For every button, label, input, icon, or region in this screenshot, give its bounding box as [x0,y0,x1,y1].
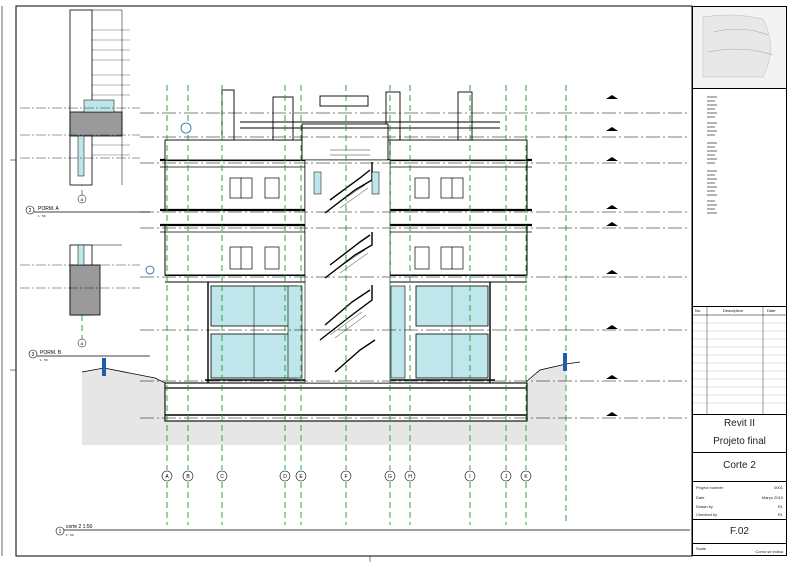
view-title: corte 2 1:50 [66,524,93,530]
grid-bubble-label: A [81,197,84,202]
revision-header-no: No. [695,308,702,313]
stair-hatch [329,149,370,339]
blue-marker-right [563,353,567,371]
field-label-checked-by: Checked by [696,512,718,517]
project-box: Revit II Projeto final Corte 2 [693,415,786,482]
revision-grid [693,307,786,415]
notes-box [693,89,786,307]
scale-label: Scale [696,546,707,551]
view-number-bubble [25,205,35,215]
grid-bubble: G [384,470,396,482]
project-subtitle: Projeto final [713,436,766,447]
grid-bubble: E [295,470,307,482]
glass-mid-1 [390,285,406,379]
project-title: Revit II [723,418,756,429]
view-number: 2 [29,208,32,214]
grid-tails [166,482,527,525]
sheet-number-box: F.02 [693,520,786,544]
grid-bubble-label: F [344,474,347,480]
terrain-line-right [525,361,581,383]
view-scale: 1 : 50 [66,533,74,537]
grid-bubble-label: D [283,474,287,480]
grid-bubble-label: A [81,341,84,346]
fields-box: Project number 0001 Date Março 2019 Draw… [693,482,786,520]
glass-mid-2 [287,285,303,379]
notes-lines [707,96,717,214]
thumbnail-box [693,7,786,89]
view-number-bubble [28,349,38,359]
grid-bubble-label: H [408,474,412,480]
terrain-line [81,367,166,384]
callout-bubble [145,265,155,275]
grid-bubble: B [182,470,194,482]
view-scale: 1 : 50 [40,358,48,362]
grid-bubble-label: A [165,474,169,480]
windows [229,177,464,270]
level-markers [606,95,618,416]
view-title: PORM. A [38,206,60,212]
detail-view-a [20,9,140,186]
view-number: 1 [59,529,62,535]
field-value-drawn-by: RL [777,504,783,509]
ground-fill-under [82,420,566,445]
stair-window [313,171,322,195]
grid-bubble: I [464,470,476,482]
field-label-date: Date [696,495,705,500]
blue-marker-left [102,358,106,376]
grid-bubble-label: B [186,474,190,480]
grid-bubble: F [340,470,352,482]
grid-bubble: H [404,470,416,482]
view-number: 3 [32,352,35,358]
revision-table: No. Description Date [693,307,786,415]
grid-lines [81,20,567,525]
detail-view-b [20,244,140,316]
scale-box: Scale Como se indica [693,544,786,556]
level-lines [140,112,690,419]
revision-header-description: Description [723,308,744,313]
grid-bubble: D [279,470,291,482]
grid-bubble-label: G [388,474,392,480]
field-label-project-number: Project number [696,485,724,490]
callout-bubble [180,122,192,134]
view-number-bubble [55,526,65,536]
grid-bubble-label: J [505,474,508,480]
sheet-number: F.02 [730,526,749,537]
field-value-date: Março 2019 [761,495,783,500]
grid-bubble-label: C [220,474,224,480]
field-value-checked-by: RL [777,512,783,517]
grid-bubble: C [216,470,228,482]
view-scale: 1 : 50 [38,214,46,218]
stair-core [304,159,391,384]
field-value-project-number: 0001 [774,485,783,490]
stair-window [371,171,380,195]
title-block: No. Description Date Revit II Projeto fi… [692,6,787,556]
field-label-drawn-by: Drawn by [696,504,713,509]
grid-bubble: A [77,194,87,204]
view-title: PORM. B [40,350,62,356]
divider [693,452,786,453]
grid-bubble: A [77,338,87,348]
sheet-name: Corte 2 [723,460,756,471]
revision-header-date: Date [767,308,776,313]
grid-bubble: A [161,470,173,482]
roof-structure [164,89,528,161]
grid-bubble-label: K [524,474,528,480]
grid-bubble-label: I [469,474,470,480]
thumbnail-sketch [702,14,774,78]
grid-bubble-label: E [299,474,303,480]
grid-bubble: J [500,470,512,482]
grid-bubble: K [520,470,532,482]
scale-value: Como se indica [755,549,783,554]
leader-lines [92,29,130,156]
